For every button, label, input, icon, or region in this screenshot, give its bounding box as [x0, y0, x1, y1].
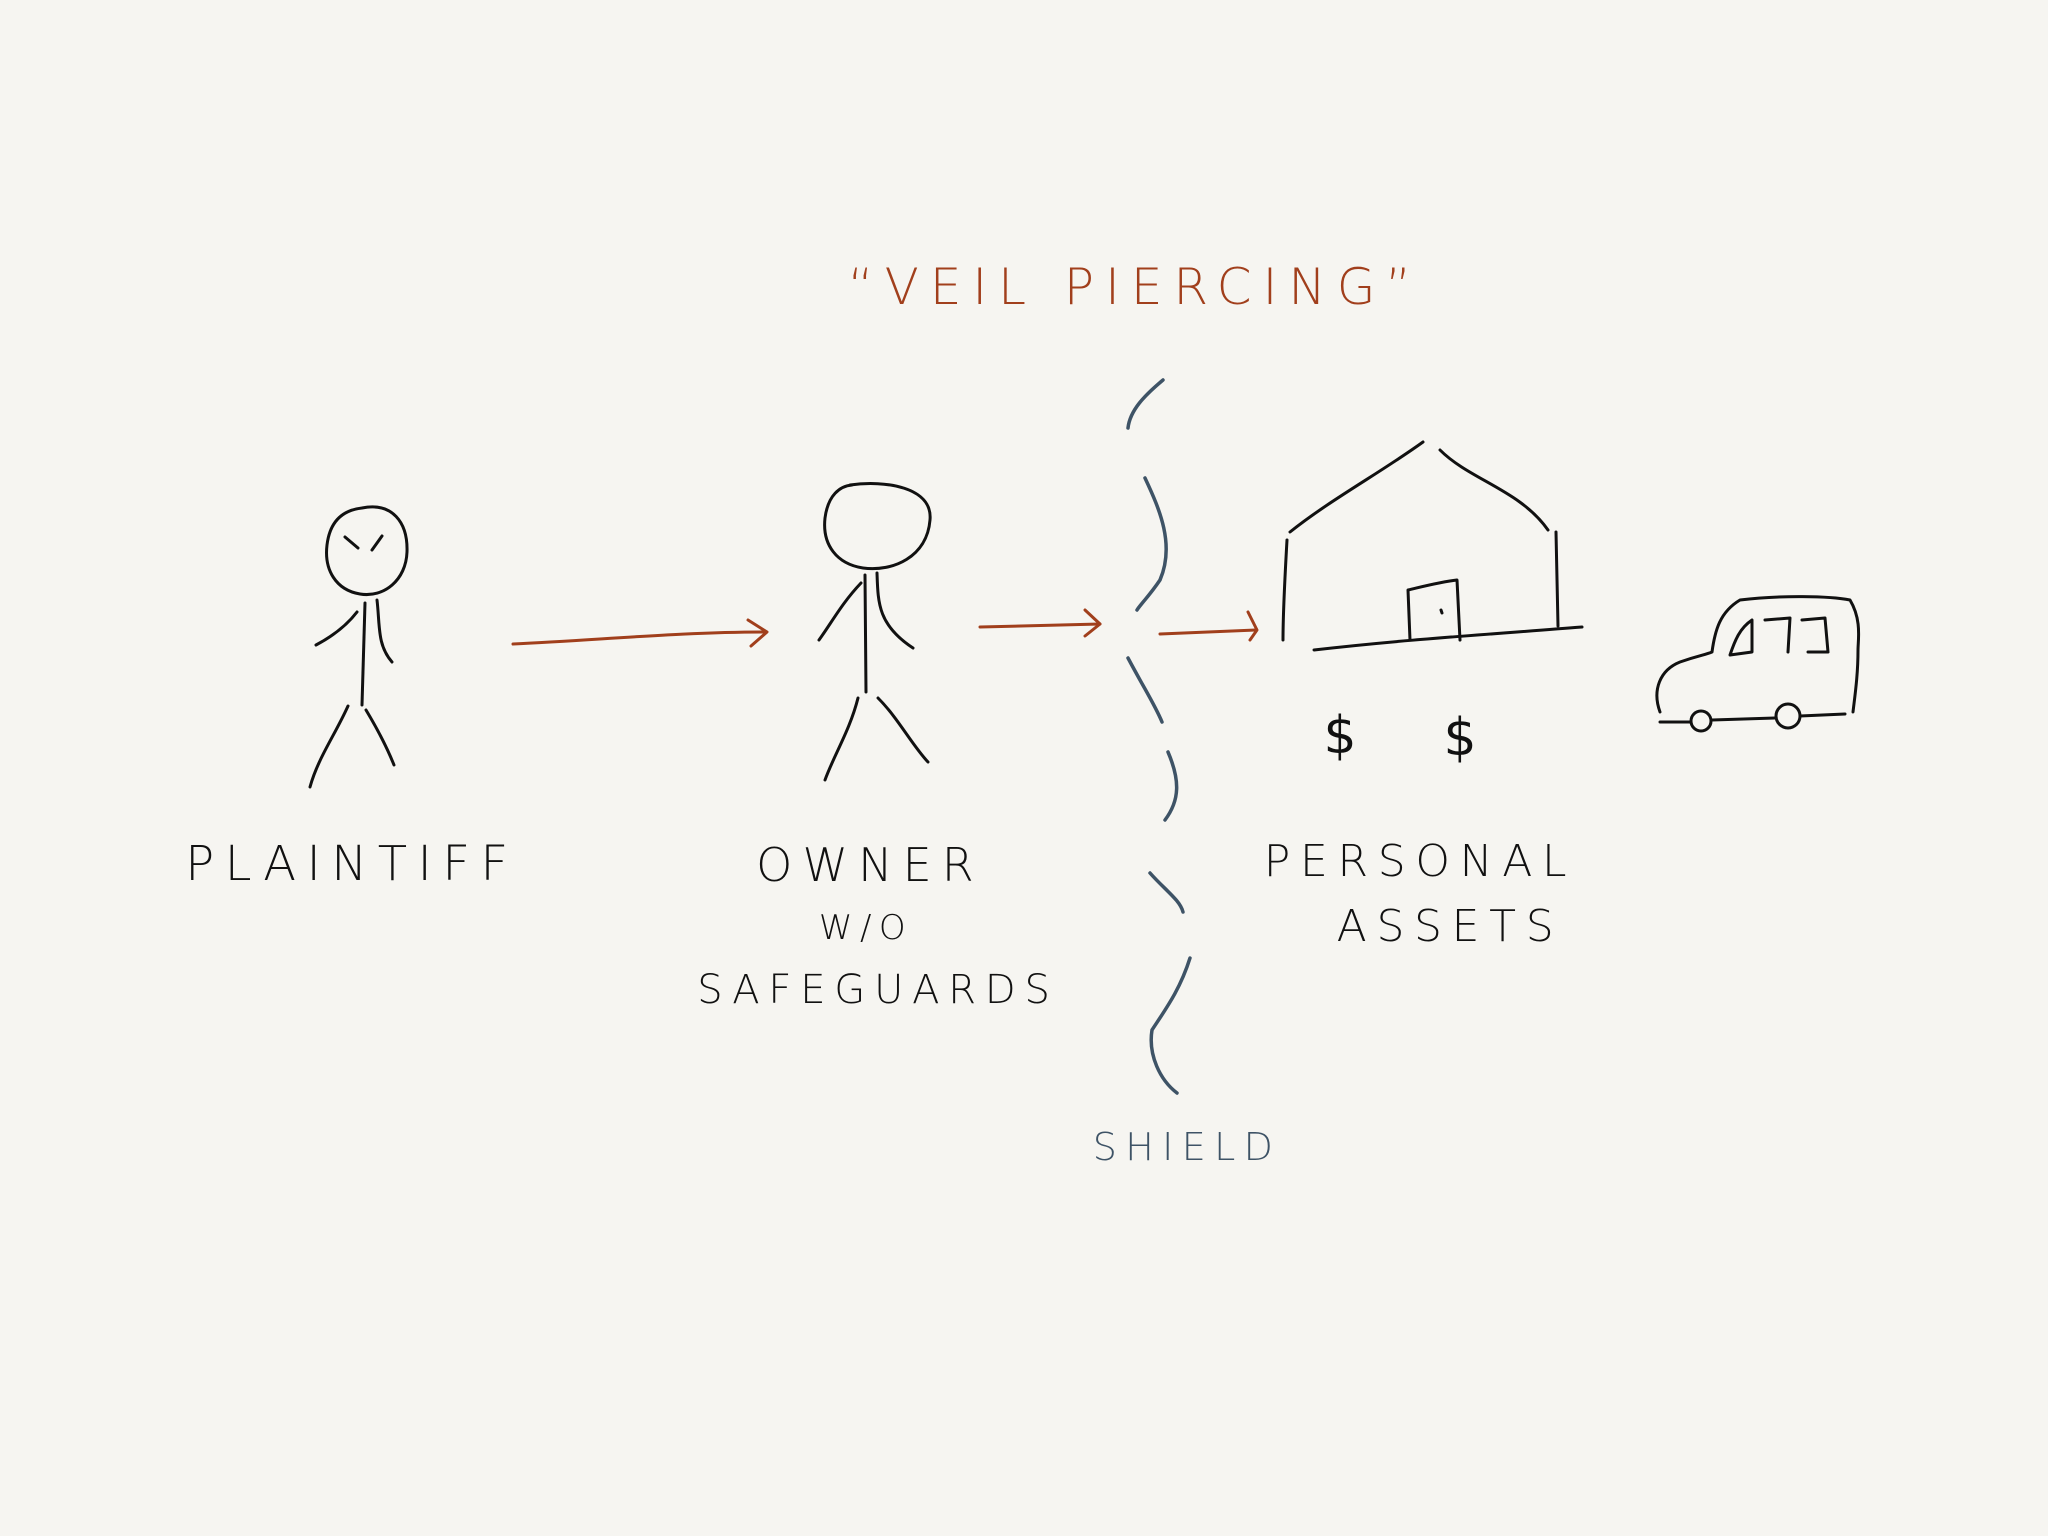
- personal-label: PERSONAL: [1263, 836, 1577, 887]
- owner-safeguards-label: SAFEGUARDS: [697, 967, 1059, 1013]
- owner-figure: [817, 482, 932, 782]
- dollar-sign-1: $: [1323, 706, 1357, 766]
- owner-without-label: W/O: [818, 908, 914, 948]
- diagram-title: “VEIL PIERCING”: [847, 258, 1423, 316]
- plaintiff-label: PLAINTIFF: [185, 836, 519, 892]
- shield-line: [1126, 378, 1192, 1095]
- plaintiff-figure: [308, 505, 409, 789]
- arrow-owner-to-shield: [978, 608, 1102, 638]
- car-icon: [1655, 595, 1861, 733]
- arrow-shield-to-house: [1158, 610, 1259, 642]
- arrow-plaintiff-to-owner: [511, 618, 769, 648]
- owner-label: OWNER: [756, 838, 984, 892]
- dollar-sign-2: $: [1443, 708, 1477, 768]
- house-icon: [1281, 440, 1584, 652]
- shield-label: SHIELD: [1092, 1125, 1282, 1169]
- assets-label: ASSETS: [1336, 901, 1564, 952]
